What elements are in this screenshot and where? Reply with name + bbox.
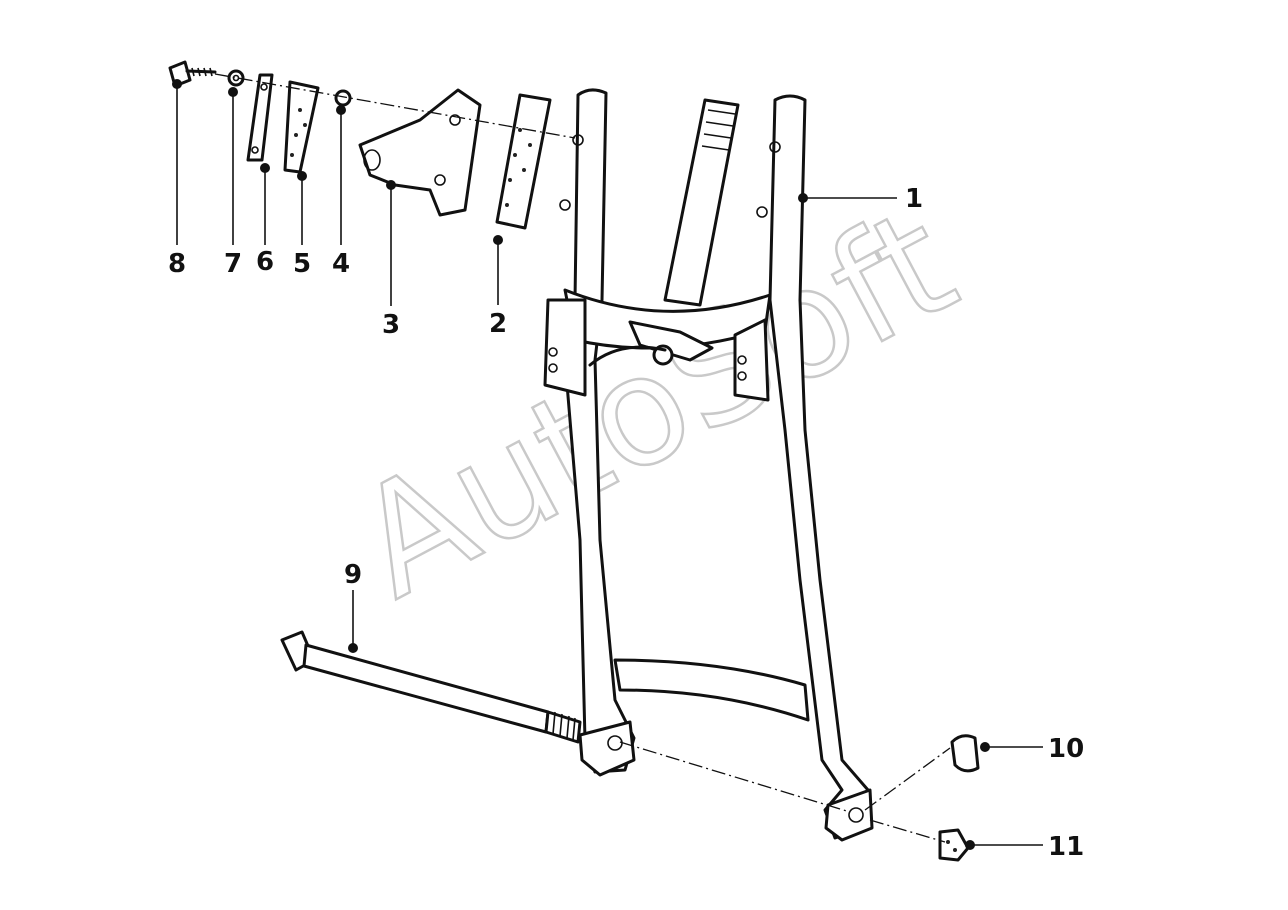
assembly-lines xyxy=(214,73,951,843)
callout-10: 10 xyxy=(1048,734,1084,764)
callout-11: 11 xyxy=(1048,832,1084,862)
callout-4: 4 xyxy=(332,249,350,279)
callout-5: 5 xyxy=(293,249,311,279)
callout-3: 3 xyxy=(382,310,400,340)
callout-9: 9 xyxy=(344,560,362,590)
callout-7: 7 xyxy=(224,249,242,279)
callout-6: 6 xyxy=(256,247,274,277)
callout-8: 8 xyxy=(168,249,186,279)
part-footrest-rubber-left xyxy=(283,80,320,174)
part-cap xyxy=(950,734,980,773)
part-plate-small xyxy=(246,73,274,162)
part-footrest-rubber-right xyxy=(495,93,552,230)
part-axle-bolt xyxy=(280,630,582,744)
callout-2: 2 xyxy=(489,309,507,339)
part-plug xyxy=(938,828,970,862)
watermark-text: AutoSoft xyxy=(330,176,981,632)
part-bracket-plate xyxy=(358,88,482,217)
callout-1: 1 xyxy=(905,184,923,214)
leader-lines xyxy=(172,79,1043,850)
callout-labels: 1 2 3 4 5 6 7 8 9 10 11 xyxy=(168,184,1084,862)
part-washer xyxy=(227,69,245,87)
part-nut-small xyxy=(334,89,352,107)
part-frame xyxy=(543,88,874,842)
